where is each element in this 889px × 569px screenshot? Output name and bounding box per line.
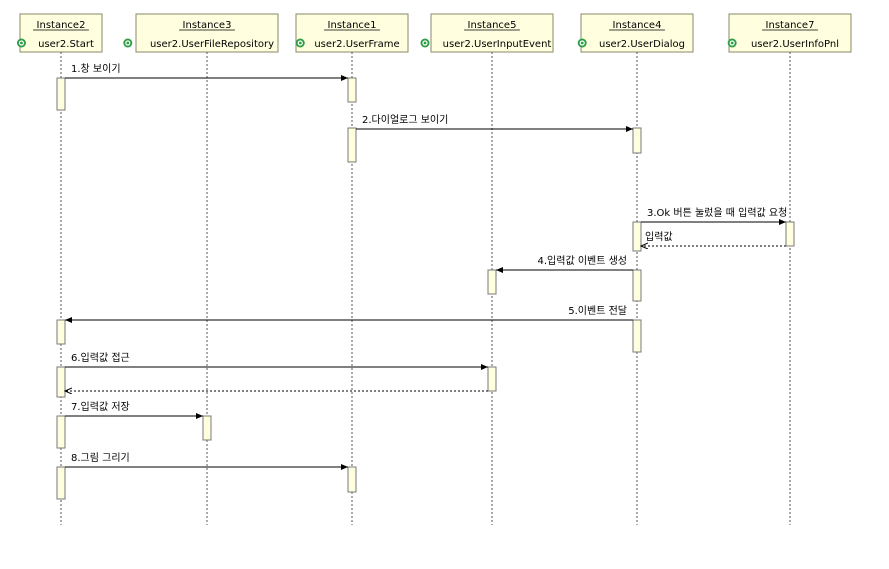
activation-bar — [56, 466, 66, 500]
message-label: 2.다이얼로그 보이기 — [362, 114, 448, 126]
participant-instance-name: Instance2 — [37, 20, 86, 31]
message-label: 1.창 보이기 — [71, 63, 121, 75]
message-label: 5.이벤트 전달 — [568, 305, 627, 317]
message-label: 4.입력값 이벤트 생성 — [538, 254, 628, 267]
activation-bar — [56, 366, 66, 398]
call-message: 4.입력값 이벤트 생성 — [496, 254, 633, 273]
call-message: 2.다이얼로그 보이기 — [356, 114, 633, 132]
participant-class-name: user2.UserDialog — [599, 39, 685, 50]
call-message: 3.Ok 버튼 눌렀을 때 입력값 요청 — [641, 206, 787, 225]
participant-instance2: Instance2 user2.Start — [16, 13, 103, 53]
participant-instance-name: Instance5 — [468, 20, 517, 31]
activation-bar — [347, 127, 357, 163]
class-icon — [295, 38, 305, 48]
participant-instance7: Instance7 user2.UserInfoPnl — [727, 13, 852, 53]
participant-instance4: Instance4 user2.UserDialog — [577, 13, 694, 53]
message-label: 6.입력값 접근 — [71, 351, 130, 364]
participant-class-name: user2.Start — [38, 39, 94, 50]
activation-bar — [632, 269, 642, 302]
activation-bar — [487, 269, 497, 295]
call-message: 7.입력값 저장 — [65, 400, 203, 419]
participant-class-name: user2.UserFileRepository — [150, 39, 274, 50]
activation-bar — [56, 319, 66, 345]
activation-bar — [632, 221, 642, 252]
participant-instance-name: Instance4 — [613, 20, 662, 31]
activation-bar — [487, 366, 497, 392]
participant-instance1: Instance1 user2.UserFrame — [295, 13, 409, 53]
participant-instance-name: Instance1 — [328, 20, 377, 31]
call-message: 8.그림 그리기 — [65, 452, 348, 470]
activation-bar — [347, 466, 357, 493]
message-label: 입력값 — [645, 230, 673, 243]
activation-bar — [632, 319, 642, 353]
message-label: 8.그림 그리기 — [71, 452, 130, 464]
return-message: 입력값 — [641, 230, 786, 246]
call-message: 6.입력값 접근 — [65, 351, 488, 370]
activation-bar — [202, 415, 212, 441]
message-label: 3.Ok 버튼 눌렀을 때 입력값 요청 — [647, 206, 787, 219]
class-icon — [420, 38, 430, 48]
activation-bar — [785, 221, 795, 247]
participant-instance3: Instance3 user2.UserFileRepository — [123, 13, 279, 53]
participant-instance-name: Instance7 — [766, 20, 815, 31]
class-icon — [727, 38, 737, 48]
participant-class-name: user2.UserInfoPnl — [751, 39, 839, 50]
class-icon — [577, 38, 587, 48]
message-label: 7.입력값 저장 — [71, 400, 130, 413]
class-icon — [123, 38, 133, 48]
participant-class-name: user2.UserInputEvent — [443, 39, 552, 50]
participant-instance-name: Instance3 — [183, 20, 232, 31]
activation-bar — [347, 77, 357, 103]
activation-bar — [56, 415, 66, 449]
activation-bar — [632, 127, 642, 154]
call-message: 1.창 보이기 — [65, 63, 348, 81]
activation-bar — [56, 77, 66, 111]
participant-instance5: Instance5 user2.UserInputEvent — [420, 13, 554, 53]
participant-class-name: user2.UserFrame — [314, 39, 399, 50]
call-message: 5.이벤트 전달 — [65, 305, 633, 323]
class-icon — [16, 38, 26, 48]
